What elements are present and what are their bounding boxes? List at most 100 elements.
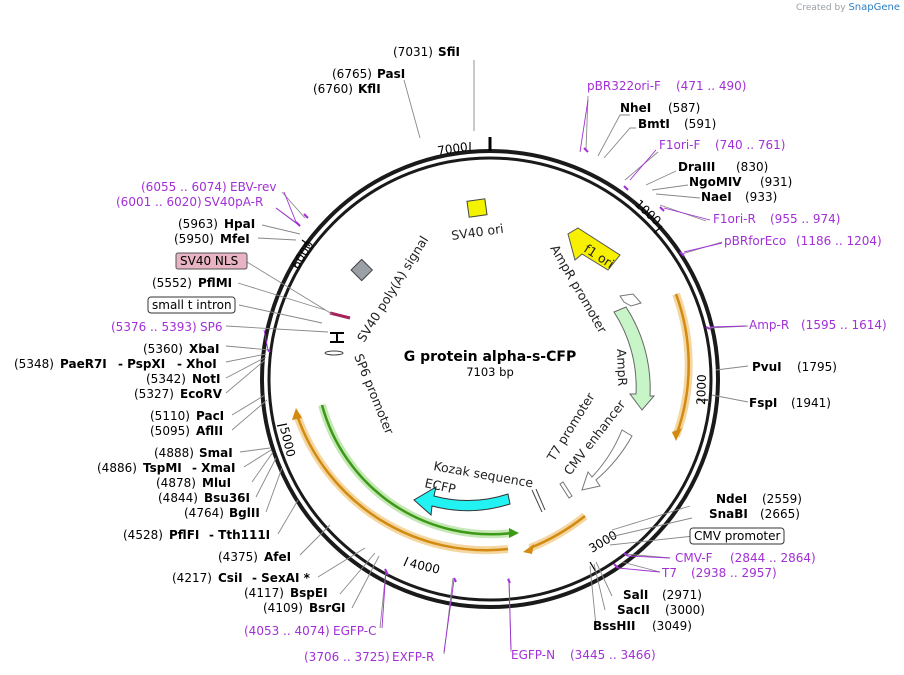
enzyme-pos-kfli: (6760) bbox=[313, 82, 353, 96]
primer-range-t7: (2938 .. 2957) bbox=[691, 566, 777, 580]
sp6-mark bbox=[324, 350, 344, 356]
enzyme-bsshii: BssHII bbox=[593, 619, 635, 633]
enzyme-pos-ndei: (2559) bbox=[762, 492, 802, 506]
primer-egfp-c: EGFP-C bbox=[333, 624, 376, 638]
cmv-promoter-box bbox=[689, 527, 785, 545]
enzyme-pos-ecorv: (5327) bbox=[134, 387, 174, 401]
enzyme-mlui: MluI bbox=[202, 476, 231, 490]
orf-bottom-left-arrowhead bbox=[292, 408, 302, 420]
primer-f1ori-f: F1ori-F bbox=[659, 138, 700, 152]
sv40-polya-box bbox=[350, 258, 374, 282]
enzyme-pos-xbai: (5360) bbox=[143, 342, 183, 356]
enzyme-pos-sfii: (7031) bbox=[393, 45, 433, 59]
enzyme-pos-ngomiv: (931) bbox=[760, 175, 792, 189]
enzyme-pos-noti: (5342) bbox=[146, 372, 186, 386]
primer-range-sv40pa-r: (6001 .. 6020) bbox=[116, 195, 202, 209]
enzyme-pos-paci: (5110) bbox=[150, 409, 190, 423]
ampr-arrow bbox=[613, 306, 656, 411]
primer-cmv-f: CMV-F bbox=[675, 551, 713, 565]
ampr-promoter-arrow bbox=[619, 293, 642, 307]
sp6-promoter-label: SP6 promoter bbox=[351, 352, 397, 438]
enzyme-mfei: MfeI bbox=[220, 232, 250, 246]
plasmid-size: 7103 bp bbox=[466, 365, 514, 379]
enzyme-tth111i: - Tth111I bbox=[209, 528, 270, 542]
enzyme-pspxi: - PspXI bbox=[118, 357, 165, 371]
sv40-nls-box bbox=[175, 252, 248, 270]
tick-4000: 4000 bbox=[408, 556, 441, 577]
orf-green-arrowhead bbox=[509, 528, 519, 538]
enzyme-aflii: AflII bbox=[196, 424, 223, 438]
enzyme-ndei: NdeI bbox=[716, 492, 747, 506]
enzyme-pos-bspei: (4117) bbox=[244, 586, 284, 600]
primer-egfp-n: EGFP-N bbox=[511, 648, 555, 662]
ecfp-label: ECFP bbox=[423, 475, 457, 496]
enzyme-pos-csii: (4217) bbox=[172, 571, 212, 585]
primer-range-exfp-r: (3706 .. 3725) bbox=[304, 650, 390, 664]
enzyme-naei: NaeI bbox=[701, 190, 732, 204]
enzyme-pos-pflmi: (5552) bbox=[152, 276, 192, 290]
primer-range-f1ori-f: (740 .. 761) bbox=[715, 138, 785, 152]
cmv-promoter-mini bbox=[559, 481, 573, 499]
enzyme-kfli: KflI bbox=[358, 82, 381, 96]
enzyme-pos-draiii: (830) bbox=[736, 160, 768, 174]
tick-marks bbox=[276, 142, 708, 573]
tick-7000: 7000 bbox=[436, 140, 468, 158]
intron-mark bbox=[330, 332, 344, 343]
enzyme-noti: NotI bbox=[192, 372, 221, 386]
primer-labels: pBR322ori-F (471 .. 490) F1ori-F (740 ..… bbox=[111, 79, 887, 664]
enzyme-sacii: SacII bbox=[617, 603, 650, 617]
orf-bottom-right-arrowhead bbox=[523, 544, 534, 554]
primer-pbr322ori-f: pBR322ori-F bbox=[587, 79, 661, 93]
orf-ampr-arrowhead bbox=[672, 428, 682, 441]
enzyme-pos-sali: (2971) bbox=[662, 588, 702, 602]
small-t-intron-box bbox=[147, 296, 236, 314]
kozak-mark-2 bbox=[535, 488, 546, 511]
small-t-intron-label: small t intron bbox=[152, 298, 232, 312]
enzyme-pos-aflii: (5095) bbox=[150, 424, 190, 438]
plasmid-title: G protein alpha-s-CFP bbox=[404, 349, 576, 365]
enzyme-csii: CsiI bbox=[218, 571, 243, 585]
enzyme-pos-pvui: (1795) bbox=[797, 360, 837, 374]
orf-green-line bbox=[320, 404, 513, 536]
enzyme-pos-bglii: (4764) bbox=[184, 506, 224, 520]
enzyme-xbai: XbaI bbox=[189, 342, 219, 356]
enzyme-pos-fspi: (1941) bbox=[791, 396, 831, 410]
primer-range-amp-r: (1595 .. 1614) bbox=[801, 318, 887, 332]
primer-range-cmv-f: (2844 .. 2864) bbox=[730, 551, 816, 565]
primer-ebv-rev: EBV-rev bbox=[230, 180, 276, 194]
credit-brand: SnapGene bbox=[848, 2, 900, 13]
enzyme-tspmi: TspMI bbox=[143, 461, 182, 475]
enzyme-pos-bmti: (591) bbox=[684, 117, 716, 131]
enzyme-paer7i: PaeR7I bbox=[60, 357, 107, 371]
enzyme-pos-naei: (933) bbox=[745, 190, 777, 204]
enzyme-pos-tspmi: (4886) bbox=[97, 461, 137, 475]
enzyme-pos-nhei: (587) bbox=[668, 101, 700, 115]
enzyme-pos-paer7i: (5348) bbox=[14, 357, 54, 371]
enzyme-bsu36i: Bsu36I bbox=[204, 491, 250, 505]
enzyme-pos-bsrgi: (4109) bbox=[263, 601, 303, 615]
enzyme-snabi: SnaBI bbox=[709, 507, 748, 521]
f1-ori-arrow bbox=[567, 227, 621, 271]
cmv-promoter-label: CMV promoter bbox=[694, 529, 781, 543]
sv40-ori-label: SV40 ori bbox=[450, 221, 504, 243]
primer-range-f1ori-r: (955 .. 974) bbox=[770, 212, 840, 226]
cmv-enhancer-arrow bbox=[581, 429, 633, 491]
primer-range-sp6: (5376 .. 5393) bbox=[111, 320, 197, 334]
kozak-mark-1 bbox=[531, 489, 543, 513]
primer-sv40pa-r: SV40pA-R bbox=[204, 195, 263, 209]
enzyme-pos-pasi: (6765) bbox=[332, 67, 372, 81]
enzyme-pflfi: PflFI bbox=[169, 528, 199, 542]
enzyme-pos-afei: (4375) bbox=[218, 550, 258, 564]
primer-range-pbr322ori-f: (471 .. 490) bbox=[676, 79, 746, 93]
primer-range-pbrforeco: (1186 .. 1204) bbox=[796, 234, 882, 248]
sv40-ori-box bbox=[466, 198, 488, 218]
sv40-nls-mark bbox=[329, 311, 351, 320]
primer-t7: T7 bbox=[661, 566, 677, 580]
enzyme-xmai: - XmaI bbox=[192, 461, 235, 475]
enzyme-pos-sacii: (3000) bbox=[665, 603, 705, 617]
enzyme-pos-pflfi: (4528) bbox=[123, 528, 163, 542]
enzyme-pos-bsu36i: (4844) bbox=[158, 491, 198, 505]
sv40-nls-label: SV40 NLS bbox=[180, 254, 238, 268]
enzyme-bmti: BmtI bbox=[638, 117, 670, 131]
